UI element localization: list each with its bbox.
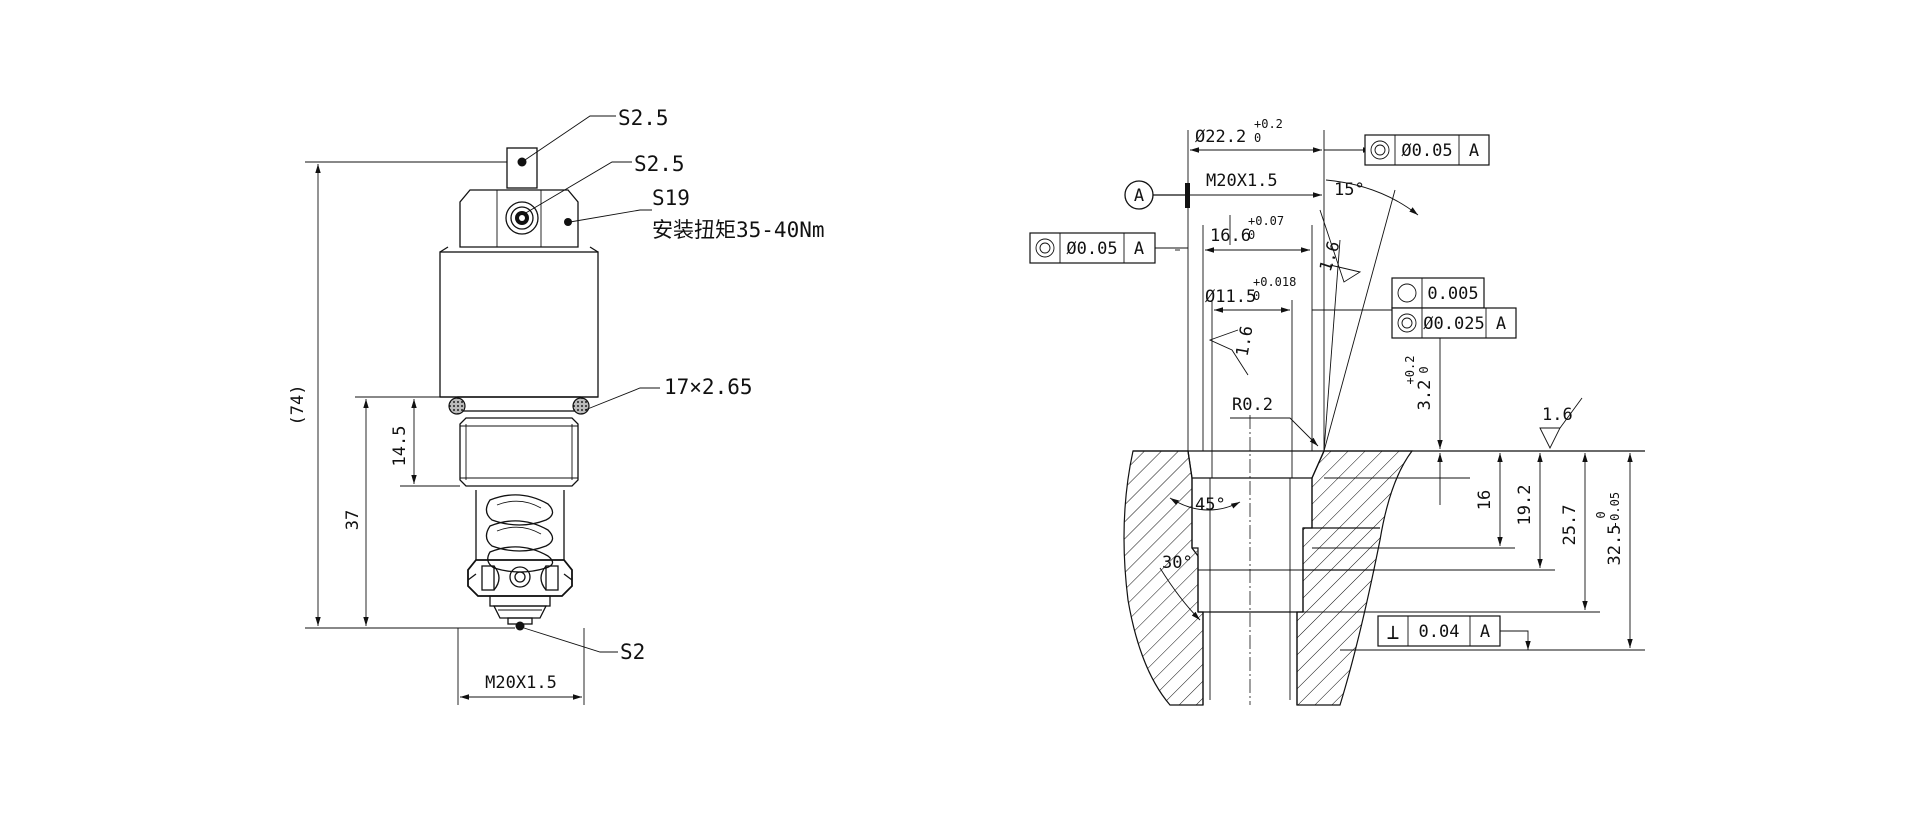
fcf-concentricity-mid: Ø0.025 A bbox=[1391, 307, 1517, 339]
callout-torque: 安装扭矩35-40Nm bbox=[652, 218, 825, 242]
hex-head bbox=[459, 189, 579, 248]
dim-angle-15: 15° bbox=[1334, 180, 1365, 200]
dim-thread: M20X1.5 bbox=[485, 673, 557, 693]
dim-d166-tol-low: 0 bbox=[1248, 228, 1255, 242]
section-hatch-right bbox=[1296, 450, 1414, 706]
fcf-roundness: 0.005 bbox=[1391, 277, 1485, 309]
dim-d115-tol-low: 0 bbox=[1253, 289, 1260, 303]
callout-s2: S2 bbox=[620, 640, 645, 664]
arc-45deg bbox=[1169, 497, 1241, 511]
dim-overall: (74) bbox=[288, 385, 308, 426]
top-pin bbox=[506, 147, 538, 189]
nozzle-tip bbox=[489, 595, 551, 631]
perpendicularity-icon: ⊥ bbox=[1387, 620, 1400, 644]
o-ring-right bbox=[572, 397, 590, 415]
dim-d32-tol-low: 0 bbox=[1417, 366, 1431, 373]
concentricity-icon bbox=[1370, 140, 1390, 160]
dim-d22-tol-up: +0.2 bbox=[1254, 117, 1283, 131]
o-ring-left bbox=[448, 397, 466, 415]
dim-32-5: 32.5 bbox=[1605, 525, 1625, 566]
poppet-cage bbox=[467, 559, 573, 597]
dim-angle-45: 45° bbox=[1195, 495, 1226, 515]
dim-32-5-tol-up: 0 bbox=[1594, 511, 1608, 518]
main-body bbox=[439, 251, 599, 398]
fcf4-datum: A bbox=[1496, 314, 1506, 334]
fcf4-value: Ø0.025 bbox=[1423, 314, 1484, 334]
dim-d115-tol-up: +0.018 bbox=[1253, 275, 1296, 289]
roughness-value-3: 1.6 bbox=[1542, 405, 1573, 425]
port-section-view: A Ø22.2 +0.2 0 M20X1.5 16.6 +0.07 0 Ø11.… bbox=[1029, 117, 1645, 706]
dim-d22: Ø22.2 bbox=[1195, 127, 1246, 147]
fcf1-value: Ø0.05 bbox=[1401, 141, 1452, 161]
fcf5-value: 0.04 bbox=[1419, 622, 1460, 642]
valve-elevation-view: (74) 37 14.5 M20X1.5 S2.5 S2.5 S19 安装扭矩3… bbox=[288, 106, 825, 705]
arc-15deg bbox=[1325, 179, 1419, 216]
dim-d32-tol-up: +0.2 bbox=[1403, 356, 1417, 385]
dim-16: 16 bbox=[1475, 490, 1495, 510]
callout-s25-top: S2.5 bbox=[618, 106, 669, 130]
dim-32-5-tol-low: -0.05 bbox=[1608, 492, 1622, 528]
dim-d22-tol-low: 0 bbox=[1254, 131, 1261, 145]
section-hatch-left bbox=[1123, 450, 1204, 706]
dim-37: 37 bbox=[343, 510, 363, 530]
dim-19-2: 19.2 bbox=[1515, 485, 1535, 526]
dim-d166-tol-up: +0.07 bbox=[1248, 214, 1284, 228]
roughness-symbol-3: 1.6 bbox=[1539, 397, 1583, 450]
dim-d115: Ø11.5 bbox=[1205, 287, 1256, 307]
dim-14-5: 14.5 bbox=[390, 426, 410, 467]
dim-m20: M20X1.5 bbox=[1206, 171, 1278, 191]
fcf-concentricity-left: Ø0.05 A bbox=[1029, 232, 1188, 264]
dim-r02: R0.2 bbox=[1232, 395, 1273, 415]
callout-dot-s19 bbox=[564, 218, 572, 226]
roughness-symbol-2: 1.6 bbox=[1208, 324, 1258, 376]
fcf5-datum: A bbox=[1480, 622, 1490, 642]
bore-outline bbox=[1187, 450, 1325, 479]
dim-d166: 16.6 bbox=[1210, 226, 1251, 246]
side-screw bbox=[505, 201, 539, 235]
fcf3-value: 0.005 bbox=[1427, 284, 1478, 304]
callout-oring: 17×2.65 bbox=[664, 375, 753, 399]
roughness-value-2: 1.6 bbox=[1233, 324, 1258, 358]
roundness-icon bbox=[1397, 283, 1417, 303]
dim-angle-30: 30° bbox=[1162, 553, 1193, 573]
concentricity-icon bbox=[1397, 313, 1417, 333]
fcf1-datum: A bbox=[1469, 141, 1479, 161]
concentricity-icon bbox=[1035, 238, 1055, 258]
callout-s25-side: S2.5 bbox=[634, 152, 685, 176]
fcf-perpendicularity: ⊥ 0.04 A bbox=[1377, 615, 1531, 650]
fcf2-value: Ø0.05 bbox=[1066, 239, 1117, 259]
callout-s19: S19 bbox=[652, 186, 690, 210]
arc-30deg bbox=[1159, 567, 1201, 621]
fcf2-datum: A bbox=[1134, 239, 1144, 259]
thread-section bbox=[459, 417, 579, 487]
callout-dot-s2 bbox=[515, 621, 525, 631]
roughness-value-1: 1.6 bbox=[1316, 239, 1345, 274]
datum-a-label: A bbox=[1134, 186, 1144, 206]
dim-d32: 3.2 bbox=[1415, 380, 1435, 411]
fcf-concentricity-top: Ø0.05 A bbox=[1364, 134, 1490, 166]
dim-25-7: 25.7 bbox=[1560, 505, 1580, 546]
